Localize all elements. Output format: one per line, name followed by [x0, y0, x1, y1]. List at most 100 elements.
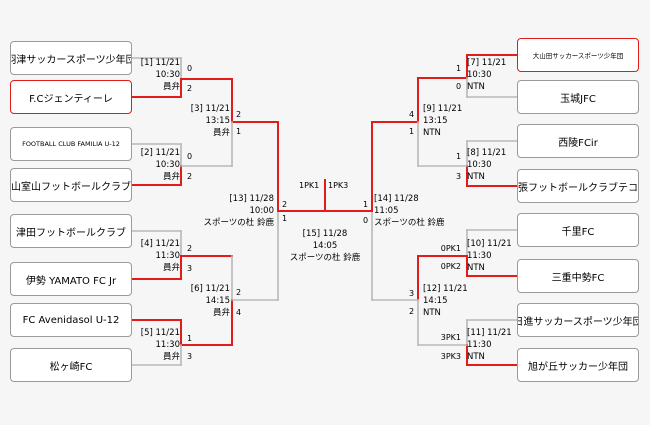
- match-11-number: [11] 11/21: [467, 328, 512, 338]
- match-13-venue: スポーツの杜 鈴鹿: [203, 218, 274, 228]
- match-7-score-bottom: 0: [456, 82, 462, 91]
- match-6-score-bottom: 4: [236, 308, 242, 317]
- match-3-info: [3] 11/21 13:15 員弁: [191, 103, 230, 139]
- match-13-info: [13] 11/28 10:00 スポーツの杜 鈴鹿: [203, 193, 274, 229]
- team-left-4: 山室山フットボールクラブ: [10, 168, 132, 202]
- match-6-number: [6] 11/21: [190, 284, 230, 294]
- match-3-score-top: 2: [236, 110, 242, 119]
- match-5-score-top: 1: [187, 334, 193, 343]
- match-9-number: [9] 11/21: [423, 104, 463, 114]
- team-left-2: F.Cジェンティーレ: [10, 80, 132, 114]
- final-score-left: 1PK1: [299, 181, 320, 190]
- match-8-venue: NTN: [467, 172, 485, 182]
- match-3-score-bottom: 1: [236, 127, 242, 136]
- match-7-score-top: 1: [456, 64, 462, 73]
- team-right-8: 旭が丘サッカー少年団: [517, 348, 639, 382]
- match-7-number: [7] 11/21: [467, 58, 507, 68]
- match-3-time: 13:15: [205, 116, 231, 126]
- final-score-right: 1PK3: [328, 181, 349, 190]
- team-right-3: 西陵FCir: [517, 124, 639, 158]
- team-right-4: 名張フットボールクラブテコス: [517, 169, 639, 203]
- match-4-score-top: 2: [187, 244, 193, 253]
- match-9-time: 13:15: [423, 116, 448, 126]
- match-7-info: [7] 11/21 10:30 NTN: [467, 57, 506, 93]
- match-10-score-top: 0PK1: [440, 244, 461, 253]
- match-7-venue: NTN: [467, 82, 485, 92]
- match-10-score-bottom: 0PK2: [440, 262, 461, 271]
- match-11-info: [11] 11/21 11:30 NTN: [467, 327, 512, 363]
- match-2-score-bottom: 2: [187, 172, 193, 181]
- match-1-score-bottom: 2: [187, 84, 193, 93]
- match-12-time: 14:15: [423, 296, 448, 306]
- match-10-number: [10] 11/21: [467, 239, 512, 249]
- match-4-time: 11:30: [155, 251, 181, 261]
- match-13-score-bottom: 1: [282, 214, 288, 223]
- match-5-time: 11:30: [155, 340, 181, 350]
- match-14-time: 11:05: [374, 206, 399, 216]
- match-13-score-top: 2: [282, 200, 288, 209]
- team-right-7: 日進サッカースポーツ少年団: [517, 303, 639, 337]
- match-10-venue: NTN: [467, 263, 485, 273]
- match-4-info: [4] 11/21 11:30 員弁: [141, 238, 180, 274]
- match-14-score-bottom: 0: [363, 216, 369, 225]
- team-right-6: 三重中勢FC: [517, 259, 639, 293]
- match-6-score-top: 2: [236, 288, 242, 297]
- match-6-time: 14:15: [205, 296, 231, 306]
- match-15-number: [15] 11/28: [302, 229, 348, 239]
- match-15-info: [15] 11/28 14:05 スポーツの杜 鈴鹿: [270, 228, 380, 264]
- team-right-2: 玉城JFC: [517, 80, 639, 114]
- match-9-score-top: 4: [409, 110, 415, 119]
- match-8-score-top: 1: [456, 152, 462, 161]
- match-1-time: 10:30: [155, 70, 181, 80]
- match-8-score-bottom: 3: [456, 172, 462, 181]
- match-4-venue: 員弁: [162, 263, 180, 273]
- team-left-6: 伊勢 YAMATO FC Jr: [10, 262, 132, 296]
- match-14-info: [14] 11/28 11:05 スポーツの杜 鈴鹿: [374, 193, 445, 229]
- match-12-score-top: 3: [409, 289, 415, 298]
- match-2-score-top: 0: [187, 152, 193, 161]
- match-5-number: [5] 11/21: [140, 328, 180, 338]
- match-10-time: 11:30: [467, 251, 492, 261]
- match-12-venue: NTN: [423, 308, 441, 318]
- match-8-info: [8] 11/21 10:30 NTN: [467, 147, 506, 183]
- match-5-venue: 員弁: [162, 352, 180, 362]
- match-1-score-top: 0: [187, 64, 193, 73]
- match-5-score-bottom: 3: [187, 352, 193, 361]
- match-12-info: [12] 11/21 14:15 NTN: [423, 283, 468, 319]
- match-9-info: [9] 11/21 13:15 NTN: [423, 103, 462, 139]
- match-2-number: [2] 11/21: [140, 148, 180, 158]
- team-left-3: FOOTBALL CLUB FAMILIA U-12: [10, 127, 132, 161]
- match-6-venue: 員弁: [212, 308, 230, 318]
- match-8-time: 10:30: [467, 160, 492, 170]
- match-11-venue: NTN: [467, 352, 485, 362]
- match-3-venue: 員弁: [212, 128, 230, 138]
- match-2-venue: 員弁: [162, 172, 180, 182]
- match-3-number: [3] 11/21: [190, 104, 230, 114]
- match-14-number: [14] 11/28: [374, 194, 419, 204]
- match-6-info: [6] 11/21 14:15 員弁: [191, 283, 230, 319]
- match-11-time: 11:30: [467, 340, 492, 350]
- match-2-time: 10:30: [155, 160, 181, 170]
- team-right-1: 大山田サッカースポーツ少年団: [517, 38, 639, 72]
- match-15-time: 14:05: [312, 241, 338, 251]
- match-12-score-bottom: 2: [409, 307, 415, 316]
- team-right-5: 千里FC: [517, 213, 639, 247]
- match-9-score-bottom: 1: [409, 127, 415, 136]
- match-11-score-bottom: 3PK3: [440, 352, 461, 361]
- match-7-time: 10:30: [467, 70, 492, 80]
- match-1-info: [1] 11/21 10:30 員弁: [141, 57, 180, 93]
- match-13-number: [13] 11/28: [229, 194, 274, 204]
- match-10-info: [10] 11/21 11:30 NTN: [467, 238, 512, 274]
- match-5-info: [5] 11/21 11:30 員弁: [141, 327, 180, 363]
- match-9-venue: NTN: [423, 128, 441, 138]
- match-1-number: [1] 11/21: [140, 58, 180, 68]
- match-13-time: 10:00: [249, 206, 275, 216]
- team-left-5: 津田フットボールクラブ: [10, 214, 132, 248]
- match-12-number: [12] 11/21: [423, 284, 468, 294]
- team-left-8: 松ヶ崎FC: [10, 348, 132, 382]
- match-8-number: [8] 11/21: [467, 148, 507, 158]
- match-4-score-bottom: 3: [187, 264, 193, 273]
- match-14-score-top: 1: [363, 200, 369, 209]
